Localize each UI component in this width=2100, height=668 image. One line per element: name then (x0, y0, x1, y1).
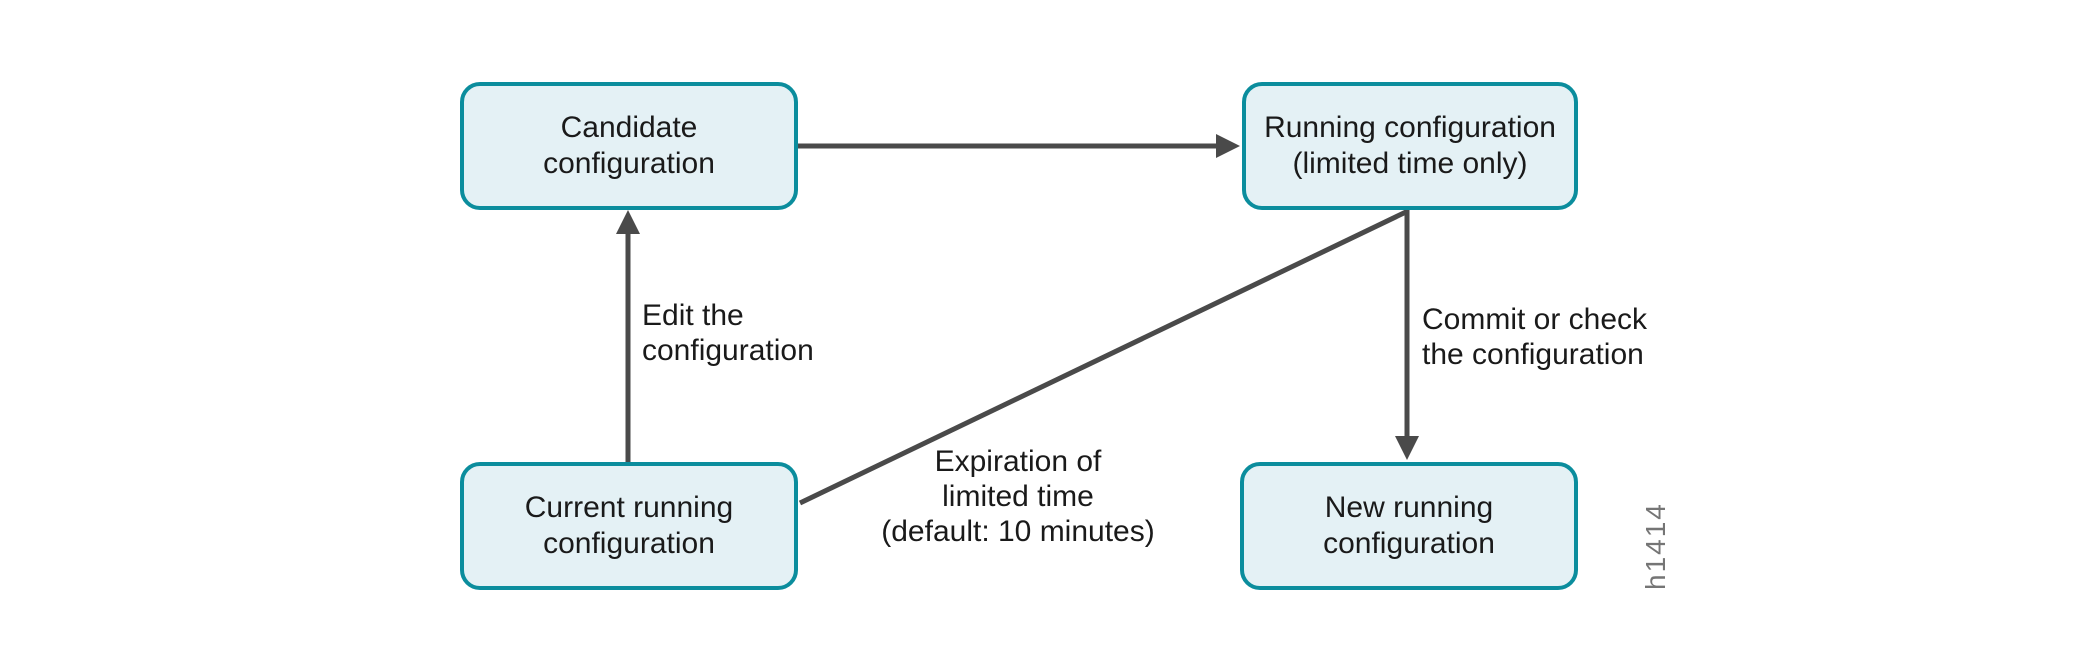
node-new-running-configuration: New running configuration (1240, 462, 1578, 590)
figure-id: h1414 (1640, 502, 1671, 590)
edge-label-edit-configuration: Edit the configuration (642, 299, 814, 367)
edge-label-expiration-limited-time: Expiration of limited time (default: 10 … (881, 445, 1155, 548)
node-candidate-configuration: Candidate configuration (460, 82, 798, 210)
arrow-edit-head (616, 210, 640, 234)
node-current-running-configuration: Current running configuration (460, 462, 798, 590)
edge-label-commit-or-check: Commit or check the configuration (1422, 303, 1648, 371)
arrow-commit-head (1395, 436, 1419, 460)
node-running-configuration-limited: Running configuration (limited time only… (1242, 82, 1578, 210)
arrow-candidate-to-running-head (1216, 134, 1240, 158)
line-expiration (798, 208, 1410, 506)
